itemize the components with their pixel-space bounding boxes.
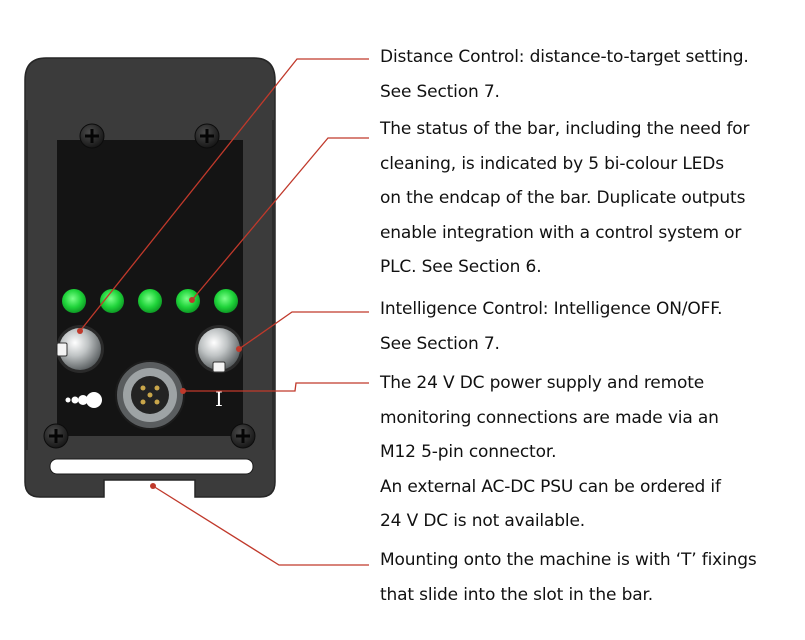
callout-power-connector: The 24 V DC power supply and remote moni… xyxy=(380,366,800,539)
screw-icon xyxy=(79,123,105,149)
callout-line: enable integration with a control system… xyxy=(380,222,742,243)
callout-line: Distance Control: distance-to-target set… xyxy=(380,47,749,67)
switch-label: I xyxy=(215,387,223,411)
status-led xyxy=(100,289,124,313)
callout-line: monitoring connections are made via an xyxy=(380,407,719,428)
distance-control-knob[interactable] xyxy=(56,325,104,373)
leader-lines xyxy=(79,58,369,566)
callout-line: The status of the bar, including the nee… xyxy=(380,119,750,139)
callout-distance-control: Distance Control: distance-to-target set… xyxy=(380,40,800,109)
intelligence-control-knob[interactable] xyxy=(195,325,243,373)
status-led xyxy=(138,289,162,313)
callout-line: The 24 V DC power supply and remote xyxy=(380,373,705,393)
callout-status-leds: The status of the bar, including the nee… xyxy=(380,112,800,285)
callout-line: that slide into the slot in the bar. xyxy=(380,584,654,605)
left-rib xyxy=(25,120,28,450)
callout-line: An external AC-DC PSU can be ordered if xyxy=(380,476,721,497)
callout-line: 24 V DC is not available. xyxy=(380,511,586,532)
leader-line-intelligence xyxy=(238,311,369,350)
callout-line: cleaning, is indicated by 5 bi-colour LE… xyxy=(380,153,724,174)
callout-line: M12 5-pin connector. xyxy=(380,442,557,463)
callout-line: Mounting onto the machine is with ‘T’ fi… xyxy=(380,550,757,570)
status-led xyxy=(214,289,238,313)
m12-connector xyxy=(115,360,185,430)
callout-line: See Section 7. xyxy=(380,81,500,102)
callout-line: See Section 7. xyxy=(380,333,500,354)
mounting-slot xyxy=(49,458,254,475)
callout-line: on the endcap of the bar. Duplicate outp… xyxy=(380,188,746,209)
screw-icon xyxy=(43,423,69,449)
screw-icon xyxy=(194,123,220,149)
callout-line: Intelligence Control: Intelligence ON/OF… xyxy=(380,299,723,319)
right-rib xyxy=(272,120,275,450)
leader-line-leds xyxy=(191,137,369,301)
leader-line-mounting xyxy=(152,485,369,566)
status-led-row xyxy=(62,289,238,313)
screw-icon xyxy=(230,423,256,449)
callout-line: PLC. See Section 6. xyxy=(380,257,542,278)
callout-intelligence-control: Intelligence Control: Intelligence ON/OF… xyxy=(380,292,800,361)
callout-mounting: Mounting onto the machine is with ‘T’ fi… xyxy=(380,543,800,612)
leader-dots xyxy=(77,297,242,489)
leader-line-connector xyxy=(183,382,369,392)
leader-line-distance xyxy=(79,58,369,332)
status-led xyxy=(62,289,86,313)
status-led xyxy=(176,289,200,313)
distance-symbol-icon xyxy=(65,392,102,408)
